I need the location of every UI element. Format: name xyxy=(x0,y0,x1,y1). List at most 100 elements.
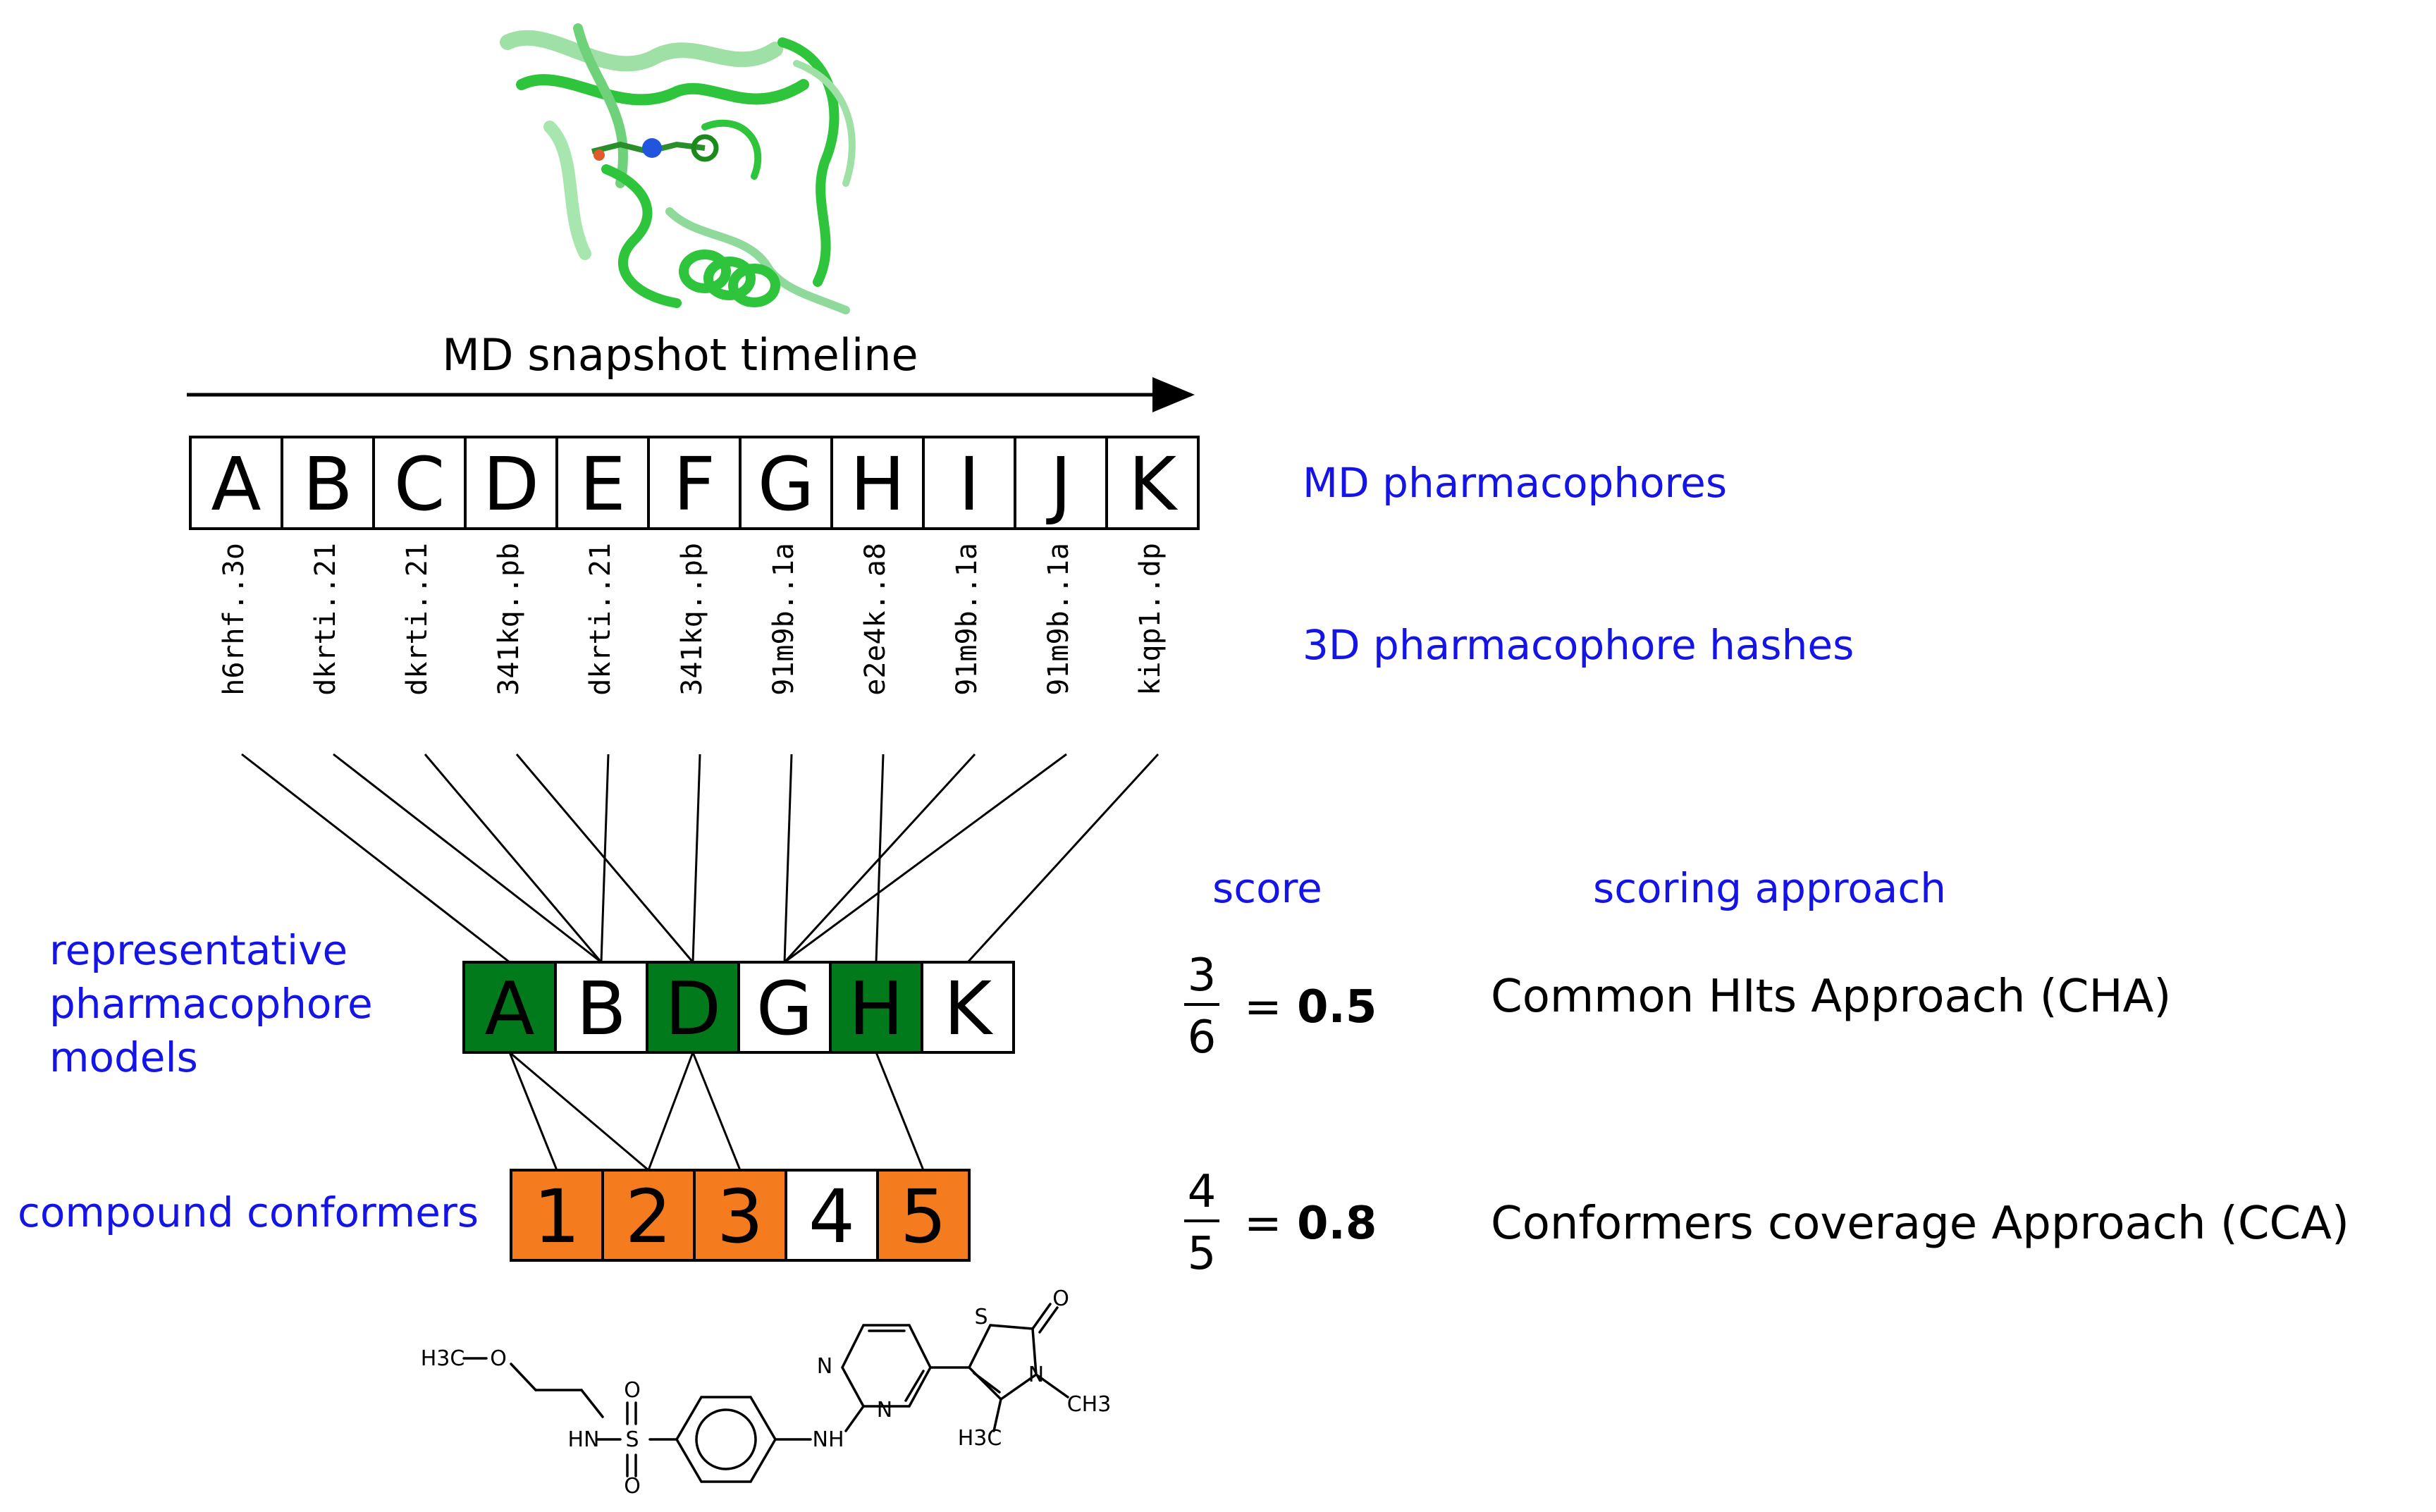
hash-J: 91m9b..1a xyxy=(1042,543,1075,696)
rep-box-B xyxy=(554,961,648,1054)
rep-letter-D: D xyxy=(665,966,721,1052)
rep-letter-B: B xyxy=(576,966,626,1052)
hash-K: kiqp1..dp xyxy=(1134,543,1167,696)
connector-B-B xyxy=(333,753,602,964)
representative-label-line2: pharmacophore xyxy=(49,980,373,1028)
compound-structure xyxy=(462,1303,1069,1483)
timeline-label: MD snapshot timeline xyxy=(442,329,918,381)
md-box-C xyxy=(372,436,467,530)
atom-h3c-2: H3C xyxy=(958,1426,1002,1451)
md-box-A xyxy=(189,436,283,530)
conformer-box-4 xyxy=(785,1169,879,1262)
conformer-link-D-3 xyxy=(691,1052,742,1171)
rep-letter-G: G xyxy=(756,966,813,1052)
rep-letter-A: A xyxy=(484,966,534,1052)
rep-letter-K: K xyxy=(944,966,994,1052)
compound-atom-labels: H3C O HN S O O NH N N S O N CH3 H3C xyxy=(421,1286,1112,1499)
rep-letter-H: H xyxy=(849,966,904,1052)
hashes-label: 3D pharmacophore hashes xyxy=(1303,621,1854,669)
hash-A: h6rhf..3o xyxy=(218,543,250,696)
atom-nh: NH xyxy=(813,1427,844,1452)
hash-G: 91m9b..1a xyxy=(768,543,800,696)
cca-value: 0.8 xyxy=(1297,1198,1377,1250)
md-box-D xyxy=(464,436,558,530)
cca-numerator: 4 xyxy=(1188,1166,1217,1218)
connector-G-G xyxy=(783,754,793,963)
md-letter-D: D xyxy=(483,441,539,527)
cca-denominator: 5 xyxy=(1188,1228,1217,1280)
md-box-J xyxy=(1014,436,1108,530)
atom-n-3: N xyxy=(1028,1363,1044,1387)
cha-numerator: 3 xyxy=(1188,949,1217,1002)
connector-K-K xyxy=(966,753,1159,964)
md-box-I xyxy=(922,436,1016,530)
atom-o-1: O xyxy=(490,1346,507,1371)
md-letter-J: J xyxy=(1046,441,1072,527)
atom-s-1: S xyxy=(625,1427,639,1452)
score-header: score xyxy=(1212,864,1322,912)
rep-box-K xyxy=(921,961,1015,1054)
hash-D: 341kq..pb xyxy=(493,543,525,696)
hash-B: dkrti..21 xyxy=(309,543,342,696)
md-letter-B: B xyxy=(302,441,352,527)
conformer-box-3 xyxy=(693,1169,787,1262)
representative-label-line3: models xyxy=(49,1033,198,1081)
cha-equals: = xyxy=(1244,981,1282,1033)
cha-score: 3 6 = 0.5 Common HIts Approach (CHA) xyxy=(1184,949,2171,1064)
conformers-label: compound conformers xyxy=(18,1188,479,1236)
conformer-link-A-1 xyxy=(508,1052,558,1171)
conformer-link-D-2 xyxy=(647,1052,694,1171)
cca-approach: Conformers coverage Approach (CCA) xyxy=(1491,1198,2349,1250)
cca-equals: = xyxy=(1244,1198,1282,1250)
ligand xyxy=(591,134,719,162)
md-box-G xyxy=(739,436,833,530)
connector-J-G xyxy=(784,753,1067,964)
md-letter-G: G xyxy=(758,441,815,527)
protein-structure-image xyxy=(493,16,874,319)
connector-C-B xyxy=(424,754,603,963)
cca-score: 4 5 = 0.8 Conformers coverage Approach (… xyxy=(1184,1166,2349,1280)
conformer-number-4: 4 xyxy=(808,1174,855,1260)
connector-A-A xyxy=(241,753,510,964)
conformer-number-5: 5 xyxy=(900,1174,947,1260)
hash-E: dkrti..21 xyxy=(584,543,617,696)
md-pharmacophores-label: MD pharmacophores xyxy=(1303,459,1727,507)
conformer-link-H-5 xyxy=(875,1052,925,1171)
md-box-F xyxy=(647,436,742,530)
hash-H: e2e4k..a8 xyxy=(859,543,892,696)
atom-s-2: S xyxy=(974,1305,988,1329)
md-letter-K: K xyxy=(1128,441,1179,527)
md-box-H xyxy=(830,436,925,530)
scoring-approach-header: scoring approach xyxy=(1593,864,1946,912)
atom-o-3: O xyxy=(624,1474,641,1499)
md-letter-I: I xyxy=(959,441,980,527)
conformer-box-5 xyxy=(876,1169,971,1262)
md-box-K xyxy=(1105,436,1200,530)
atom-n-2: N xyxy=(877,1398,892,1422)
rep-box-A xyxy=(462,961,557,1054)
rep-box-D xyxy=(646,961,740,1054)
md-letter-C: C xyxy=(394,441,445,527)
connector-lines xyxy=(241,753,1159,1172)
connector-E-B xyxy=(600,754,610,963)
connector-I-G xyxy=(783,753,976,964)
cha-value: 0.5 xyxy=(1297,981,1377,1033)
md-letter-A: A xyxy=(211,441,261,527)
atom-h3c-1: H3C xyxy=(421,1346,465,1371)
atom-o-2: O xyxy=(624,1378,641,1403)
conformer-link-A-2 xyxy=(509,1051,649,1172)
conformer-box-1 xyxy=(510,1169,604,1262)
cha-denominator: 6 xyxy=(1188,1012,1217,1064)
representative-label: representative pharmacophore models xyxy=(49,926,386,1081)
md-letter-H: H xyxy=(850,441,905,527)
conformer-number-2: 2 xyxy=(625,1174,672,1260)
hash-I: 91m9b..1a xyxy=(951,543,983,696)
cha-approach: Common HIts Approach (CHA) xyxy=(1491,971,2171,1023)
atom-o-4: O xyxy=(1052,1286,1069,1311)
atom-ch3: CH3 xyxy=(1067,1392,1112,1417)
